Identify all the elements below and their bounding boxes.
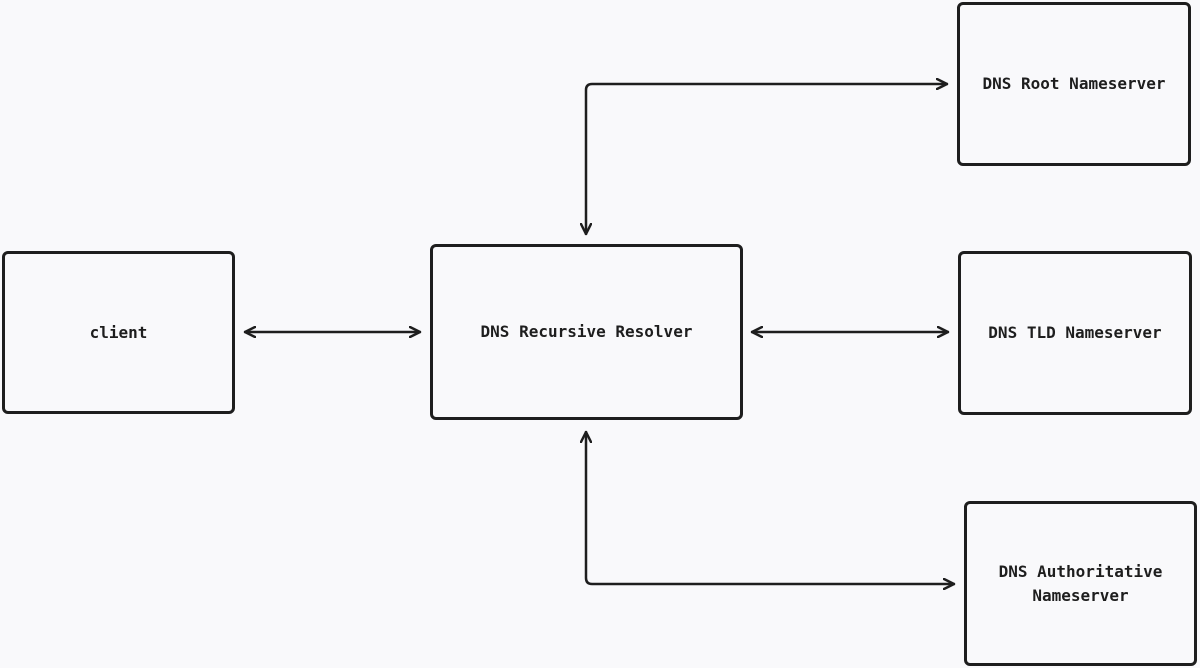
dns-tld-nameserver-node[interactable]: DNS TLD Nameserver bbox=[958, 251, 1192, 415]
dns-root-nameserver-label: DNS Root Nameserver bbox=[982, 74, 1166, 93]
dns-tld-nameserver-label: DNS TLD Nameserver bbox=[988, 323, 1162, 342]
edge-resolver-authoritative bbox=[586, 430, 956, 584]
edge-resolver-root bbox=[586, 84, 949, 236]
dns-authoritative-nameserver-node[interactable]: DNS Authoritative Nameserver bbox=[964, 501, 1197, 666]
dns-recursive-resolver-label: DNS Recursive Resolver bbox=[480, 322, 693, 341]
dns-root-nameserver-node[interactable]: DNS Root Nameserver bbox=[957, 2, 1191, 166]
client-node[interactable]: client bbox=[2, 251, 235, 414]
client-node-label: client bbox=[89, 322, 148, 342]
dns-recursive-resolver-node[interactable]: DNS Recursive Resolver bbox=[430, 244, 743, 420]
dns-authoritative-nameserver-label: DNS Authoritative Nameserver bbox=[998, 561, 1163, 605]
